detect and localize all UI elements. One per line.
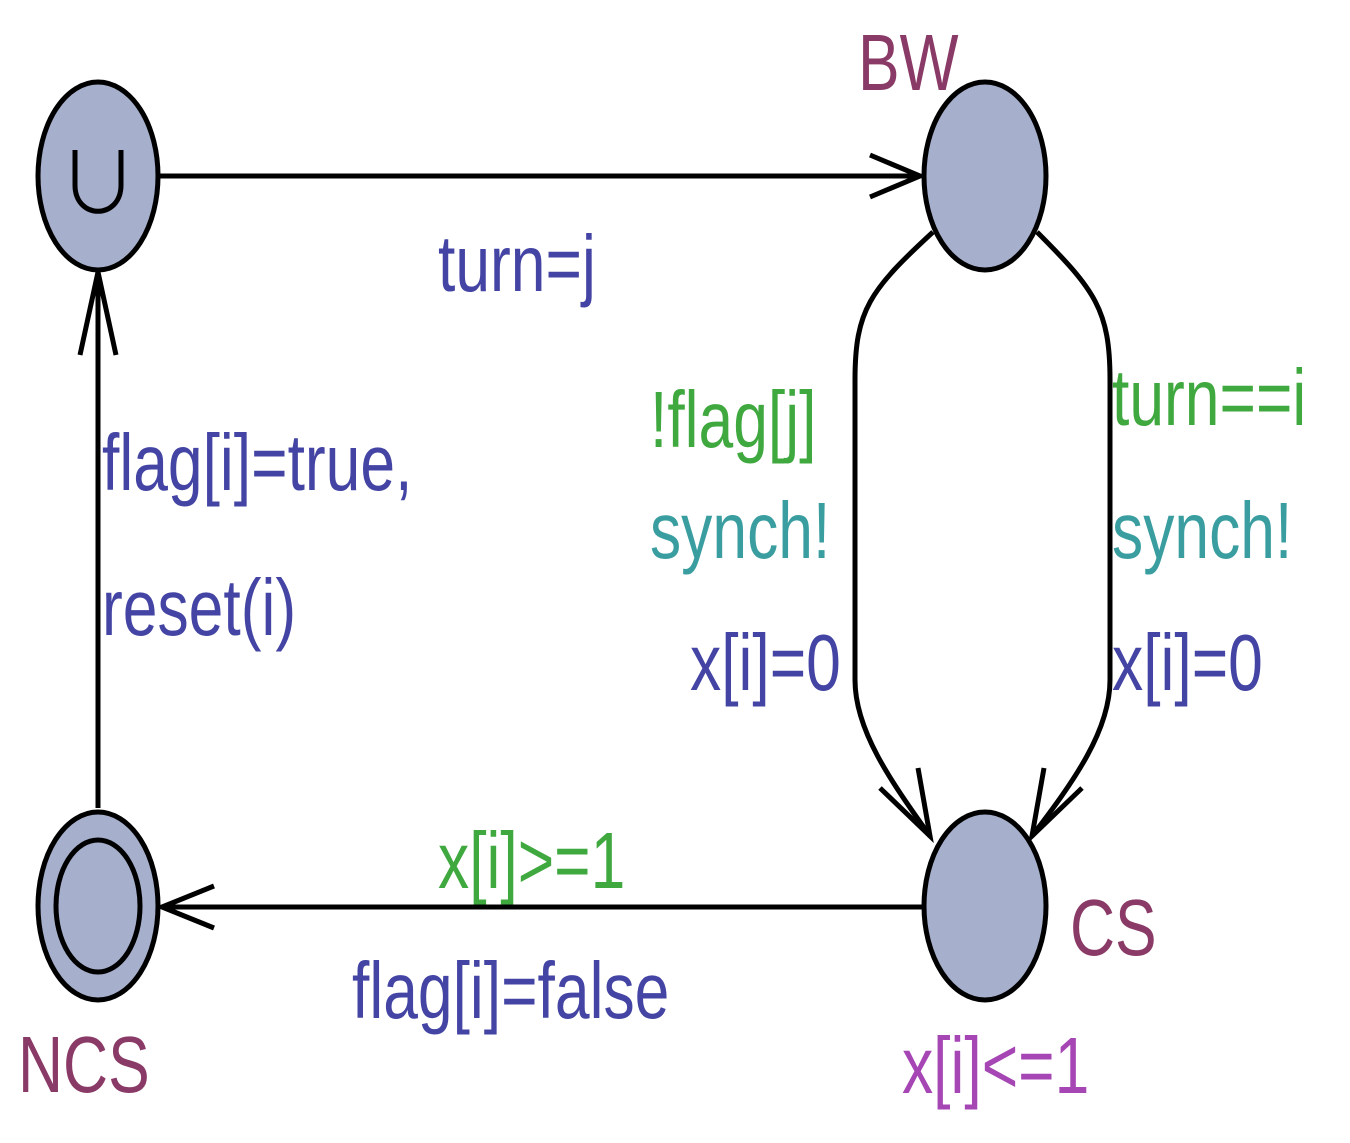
edge-label-turn-j: turn=j	[438, 220, 596, 309]
state-cs	[921, 809, 1049, 1003]
edge-bw-to-cs-right	[1028, 230, 1113, 844]
arrowhead-icon	[1028, 767, 1084, 844]
edge-label-flag-false: flag[i]=false	[352, 947, 669, 1036]
edge-label-sync-right: synch!	[1112, 487, 1292, 576]
edge-bw-to-cs-left	[852, 230, 935, 844]
arrowhead-icon	[878, 767, 934, 844]
edge-cs-to-ncs	[155, 883, 922, 931]
state-name-bw: BW	[858, 19, 959, 108]
edge-label-guard-turn-i: turn==i	[1112, 354, 1306, 443]
edge-label-flag-true: flag[i]=true,	[102, 419, 412, 508]
state-name-ncs: NCS	[18, 1021, 150, 1110]
edge-urgent-to-bw	[158, 152, 927, 200]
edge-label-reset-x-right: x[i]=0	[1112, 619, 1263, 708]
arrowhead-icon	[155, 883, 215, 931]
urgent-marker-icon	[72, 150, 124, 214]
state-urgent	[35, 79, 161, 273]
initial-state-ring	[53, 837, 143, 975]
state-name-cs: CS	[1070, 884, 1157, 973]
state-invariant-cs: x[i]<=1	[902, 1022, 1089, 1111]
edge-label-reset: reset(i)	[102, 564, 296, 653]
arrowhead-icon	[869, 152, 927, 200]
edge-label-guard-not-flag: !flag[j]	[650, 376, 816, 465]
edge-label-sync-left: synch!	[650, 487, 830, 576]
edge-label-reset-x-left: x[i]=0	[690, 619, 841, 708]
state-ncs	[35, 809, 161, 1003]
state-bw	[921, 79, 1049, 273]
edge-label-guard-x-ge-1: x[i]>=1	[438, 817, 625, 906]
edge-ncs-to-urgent	[77, 271, 119, 808]
